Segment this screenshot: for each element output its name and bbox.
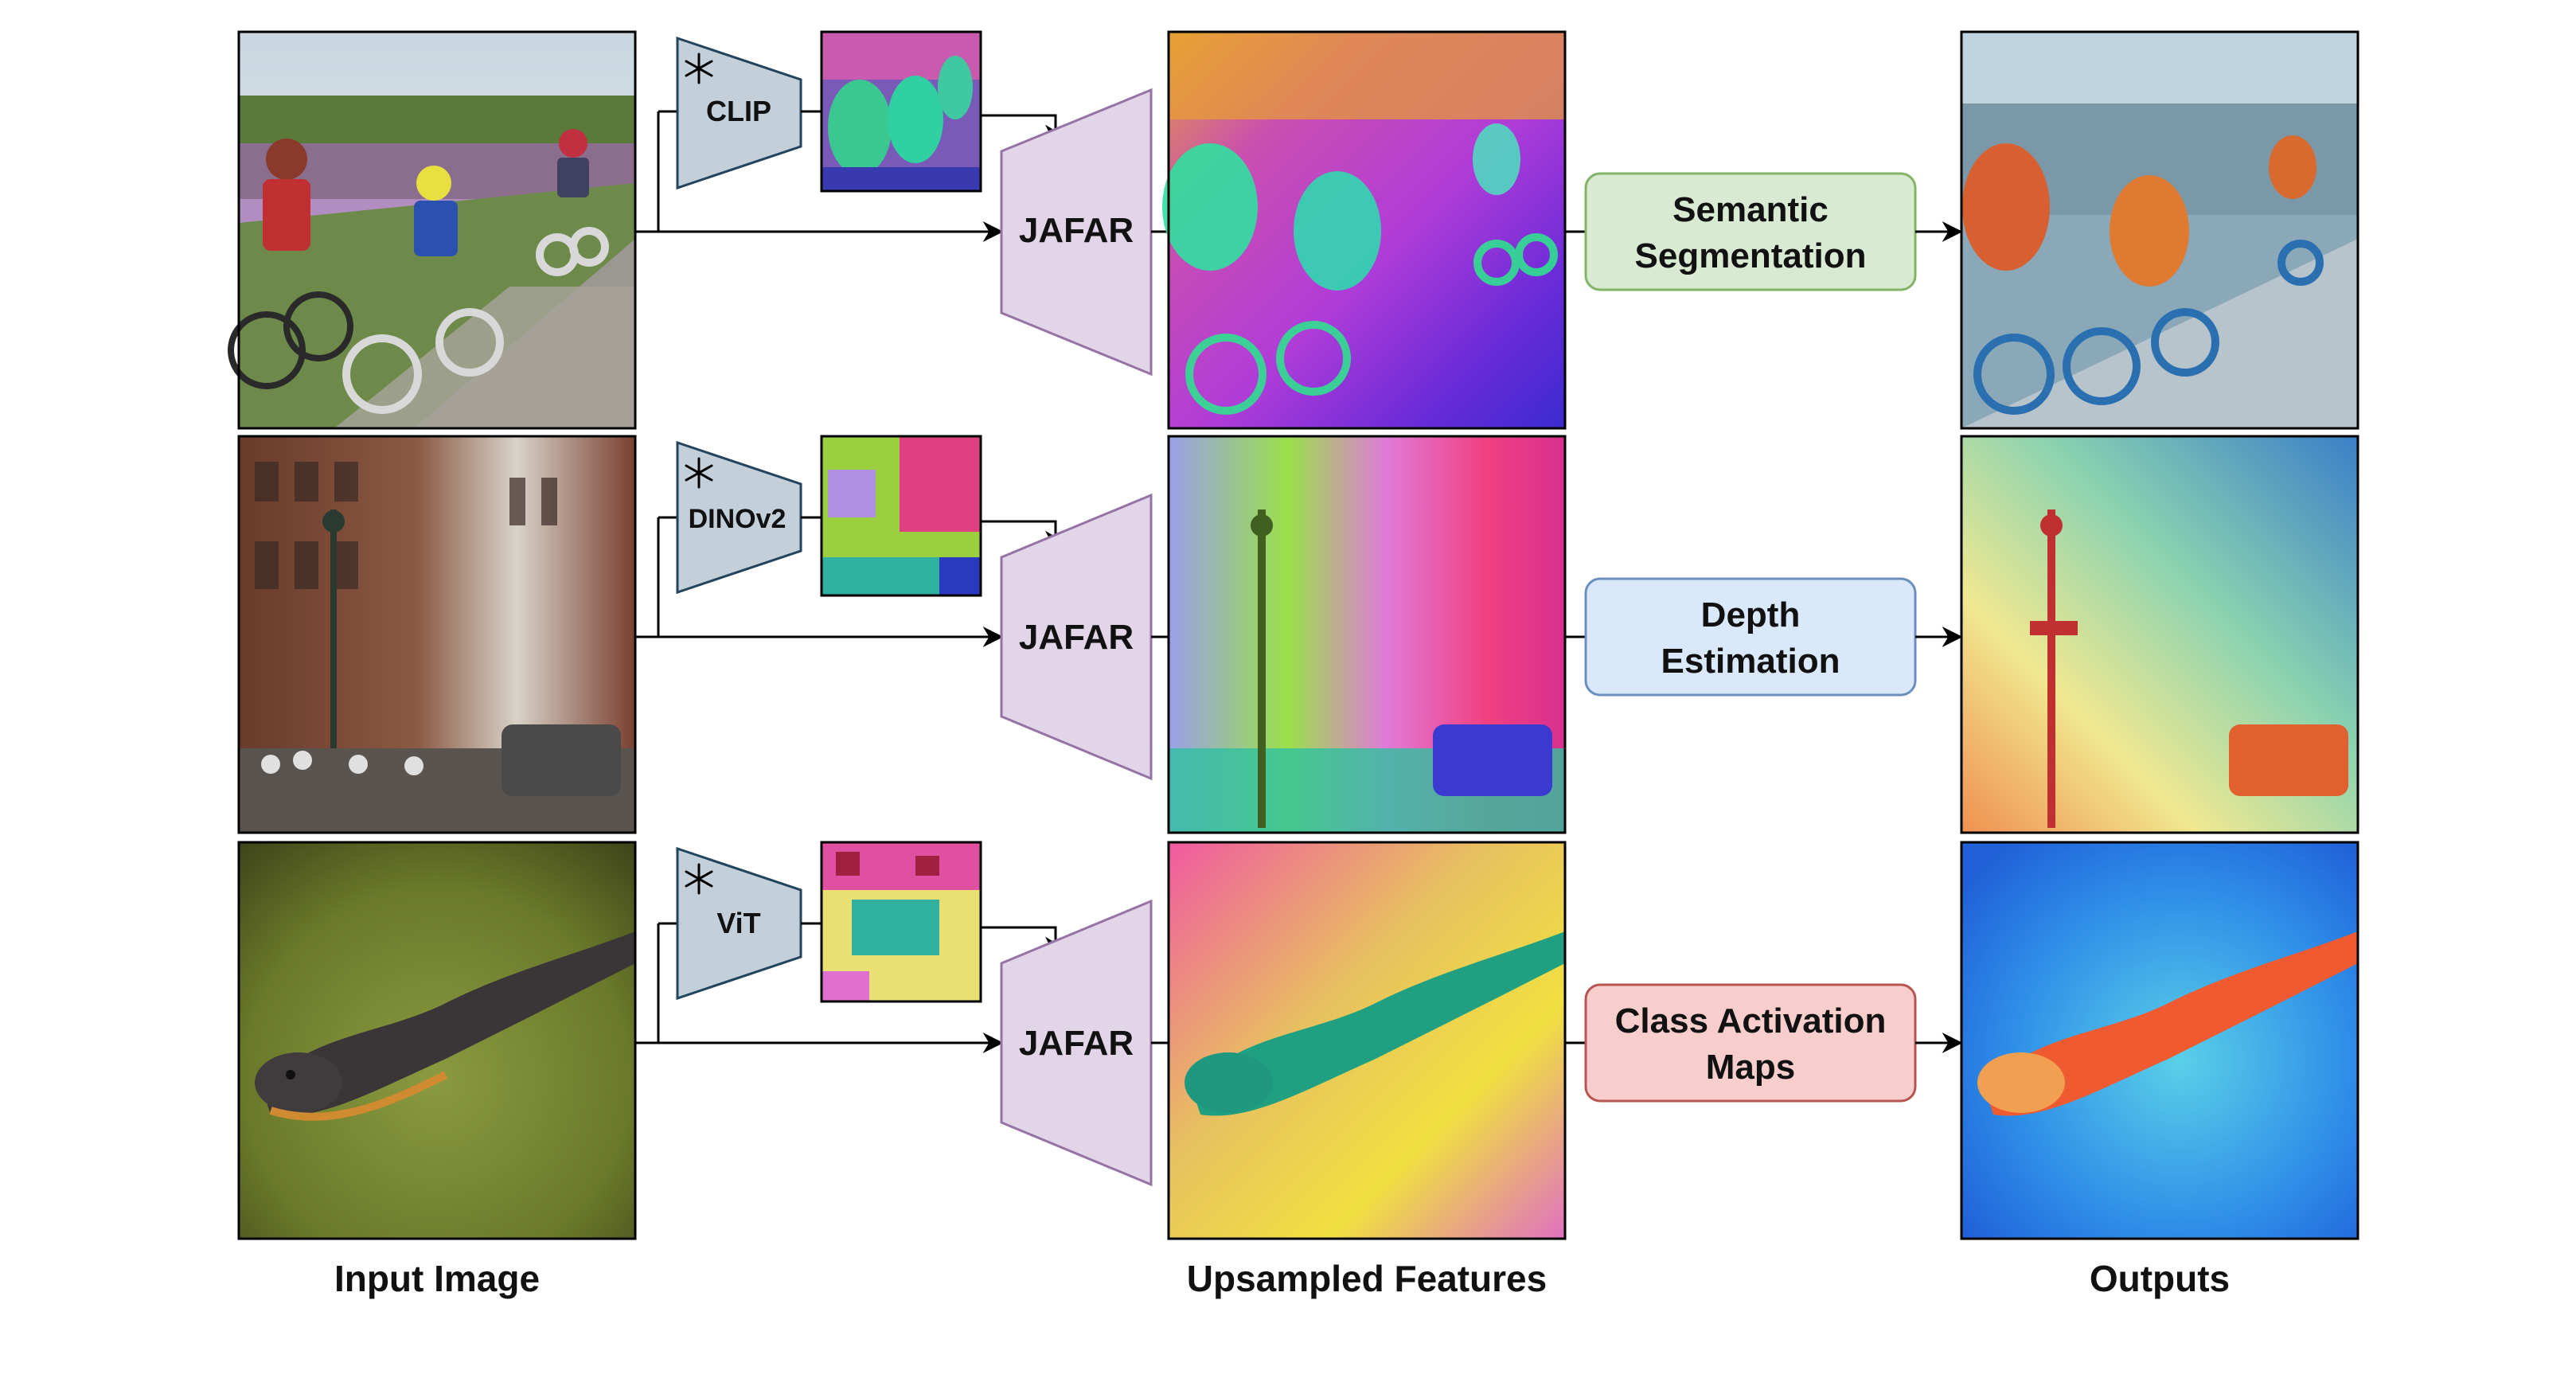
column-label-input: Input Image: [334, 1258, 540, 1299]
encoder-block: ViT: [676, 846, 802, 1001]
column-label-outputs: Outputs: [2090, 1258, 2230, 1299]
encoder-block: CLIP: [676, 36, 802, 190]
task-label-line2: Maps: [1706, 1048, 1795, 1087]
low-res-feature-map: [820, 30, 982, 193]
snowflake-icon: [685, 863, 713, 895]
encoder-label: CLIP: [706, 95, 771, 127]
input-image-salamander: [237, 841, 637, 1240]
task-label-line1: Depth: [1701, 595, 1801, 634]
column-label-features: Upsampled Features: [1187, 1258, 1547, 1299]
output-segmentation: [1960, 30, 2359, 430]
upsampled-features-2: [1167, 435, 1567, 834]
input-image-cyclists: [228, 30, 637, 430]
upsampled-features-1: [1162, 30, 1567, 430]
encoder-block: DINOv2: [676, 440, 802, 595]
jafar-label: JAFAR: [1019, 618, 1134, 657]
low-res-feature-map: [820, 841, 982, 1003]
task-label-line1: Semantic: [1672, 190, 1829, 229]
jafar-block: JAFAR: [1000, 493, 1153, 781]
input-image-street: [237, 435, 637, 834]
task-depth-estimation: Depth Estimation: [1584, 577, 1917, 697]
upsampled-features-3: [1167, 841, 1567, 1240]
task-label-line2: Estimation: [1661, 642, 1840, 681]
row-3: ViT JAFAR Class Activation: [237, 841, 2359, 1240]
low-res-feature-map: [820, 435, 982, 597]
task-label-line1: Class Activation: [1615, 1001, 1887, 1040]
jafar-label: JAFAR: [1019, 1024, 1134, 1063]
snowflake-icon: [685, 53, 713, 84]
task-semantic-segmentation: Semantic Segmentation: [1584, 172, 1917, 291]
row-2: DINOv2 JAFAR Depth E: [237, 435, 2359, 834]
jafar-block: JAFAR: [1000, 899, 1153, 1187]
output-depth-map: [1960, 435, 2359, 834]
output-class-activation-map: [1960, 841, 2359, 1240]
jafar-label: JAFAR: [1019, 211, 1134, 250]
row-1: CLIP JAFAR: [228, 30, 2359, 430]
task-label-line2: Segmentation: [1635, 236, 1867, 275]
snowflake-icon: [685, 457, 713, 489]
encoder-label: ViT: [716, 907, 760, 939]
task-class-activation-maps: Class Activation Maps: [1584, 983, 1917, 1103]
jafar-block: JAFAR: [1000, 88, 1153, 377]
encoder-label: DINOv2: [689, 504, 786, 534]
